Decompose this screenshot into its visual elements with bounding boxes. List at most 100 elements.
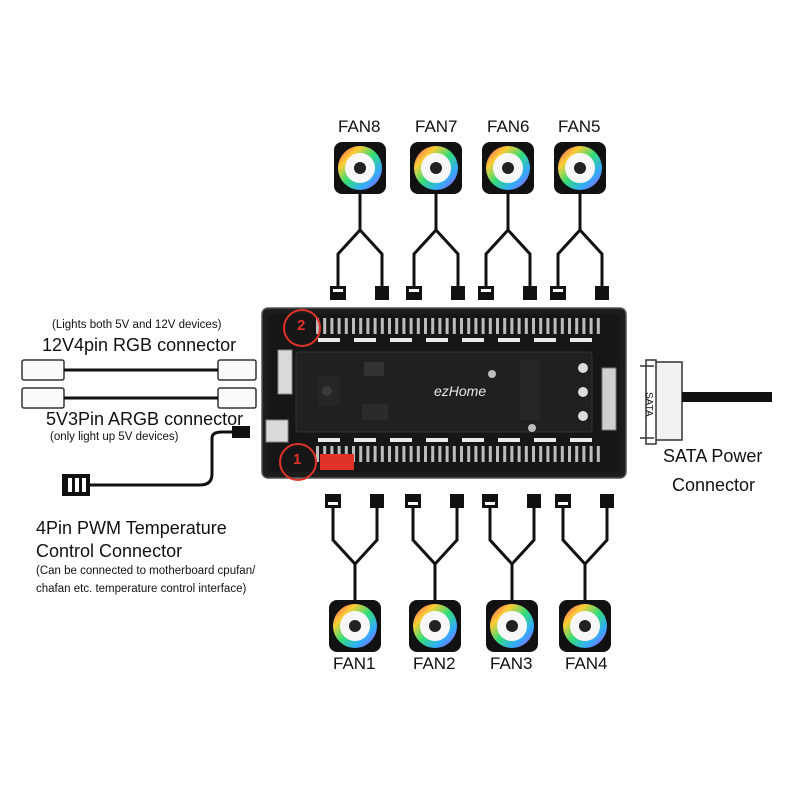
header-pin: [438, 446, 442, 462]
fan-port-marker: [570, 338, 592, 342]
header-pin: [575, 446, 579, 462]
header-pin: [503, 446, 507, 462]
marker-2-label: 2: [297, 317, 306, 334]
sata-plug-label: SATA: [643, 392, 654, 417]
header-pin: [553, 446, 557, 462]
header-pin: [380, 318, 384, 334]
header-pin: [560, 446, 564, 462]
header-pin: [359, 318, 363, 334]
splitter-cable-fan8: [330, 194, 389, 300]
splitter-cable-fan7: [406, 194, 465, 300]
led-3: [578, 411, 588, 421]
fan-port-marker: [462, 338, 484, 342]
bottom-fan-group: [325, 494, 614, 652]
fan-fan7: [410, 142, 462, 194]
board-logo: ezHome: [434, 383, 487, 399]
fan-label-fan8: FAN8: [338, 117, 381, 136]
marker-1-circle: [279, 443, 317, 481]
fan-fan4: [559, 600, 611, 652]
header-pin: [330, 318, 334, 334]
header-pin: [337, 318, 341, 334]
fan-port-marker: [354, 338, 376, 342]
fan-port-marker: [426, 338, 448, 342]
fan-port-marker: [498, 338, 520, 342]
header-pin: [409, 446, 413, 462]
fan-label-fan2: FAN2: [413, 654, 456, 673]
chip-b: [362, 404, 388, 420]
header-pin: [416, 446, 420, 462]
header-pin: [517, 318, 521, 334]
fan-port-marker: [426, 438, 448, 442]
header-pin: [373, 446, 377, 462]
sata-label-line1: SATA Power: [663, 446, 763, 466]
top-fan-group: [330, 142, 609, 300]
header-pin: [575, 318, 579, 334]
fan-label-fan4: FAN4: [565, 654, 608, 673]
pwm-note-line1: (Can be connected to motherboard cpufan/: [36, 565, 256, 577]
header-pin: [445, 318, 449, 334]
header-pin: [539, 318, 543, 334]
fan-port-marker: [462, 438, 484, 442]
fan-fan6: [482, 142, 534, 194]
header-pin: [352, 318, 355, 334]
fan-fan5: [554, 142, 606, 194]
header-pin: [431, 446, 435, 462]
splitter-cable-fan2: [405, 494, 464, 600]
pwm-cable: [62, 426, 250, 496]
header-pin: [452, 446, 456, 462]
header-pin: [395, 446, 399, 462]
header-pin: [366, 318, 370, 334]
fan-port-marker: [318, 438, 340, 442]
header-pin: [316, 446, 319, 462]
splitter-cable-fan6: [478, 194, 537, 300]
fan-port-marker: [354, 438, 376, 442]
header-pin: [402, 318, 406, 334]
header-pin: [452, 318, 456, 334]
header-pin: [359, 446, 363, 462]
fan-label-fan3: FAN3: [490, 654, 533, 673]
header-pin: [474, 318, 478, 334]
header-pin: [539, 446, 543, 462]
pwm-header-left: [265, 419, 289, 443]
splitter-cable-fan3: [482, 494, 541, 600]
chip-a: [364, 362, 384, 376]
header-pin: [524, 318, 528, 334]
header-pin: [366, 446, 370, 462]
header-pin: [323, 318, 327, 334]
marker-2-circle: [283, 309, 321, 347]
header-pin: [546, 318, 550, 334]
led-2: [578, 387, 588, 397]
pwm-title-line2: Control Connector: [36, 541, 183, 561]
rgb-note: (Lights both 5V and 12V devices): [52, 319, 222, 331]
header-pin: [596, 318, 600, 334]
splitter-cable-fan4: [555, 494, 614, 600]
header-pin: [316, 318, 319, 334]
header-pin: [496, 446, 499, 462]
header-pin: [524, 446, 528, 462]
rgb-header-left: [277, 349, 293, 395]
header-pin: [553, 318, 557, 334]
header-pin: [589, 446, 593, 462]
header-pin: [481, 446, 485, 462]
fan-fan8: [334, 142, 386, 194]
header-pin: [488, 318, 492, 334]
sata-plug: [640, 359, 772, 445]
fan-fan2: [409, 600, 461, 652]
header-pin: [438, 318, 442, 334]
header-pin: [344, 318, 348, 334]
header-pin: [467, 446, 471, 462]
header-pin: [445, 446, 449, 462]
header-pin: [460, 446, 463, 462]
header-pin: [532, 446, 535, 462]
hub-board: [261, 307, 627, 481]
argb-title: 5V3Pin ARGB connector: [46, 409, 244, 429]
fan-label-fan5: FAN5: [558, 117, 601, 136]
fan-label-fan7: FAN7: [415, 117, 458, 136]
header-pin: [532, 318, 535, 334]
header-pin: [467, 318, 471, 334]
header-pin: [546, 446, 550, 462]
header-pin: [517, 446, 521, 462]
rgb-cable: [21, 359, 257, 381]
